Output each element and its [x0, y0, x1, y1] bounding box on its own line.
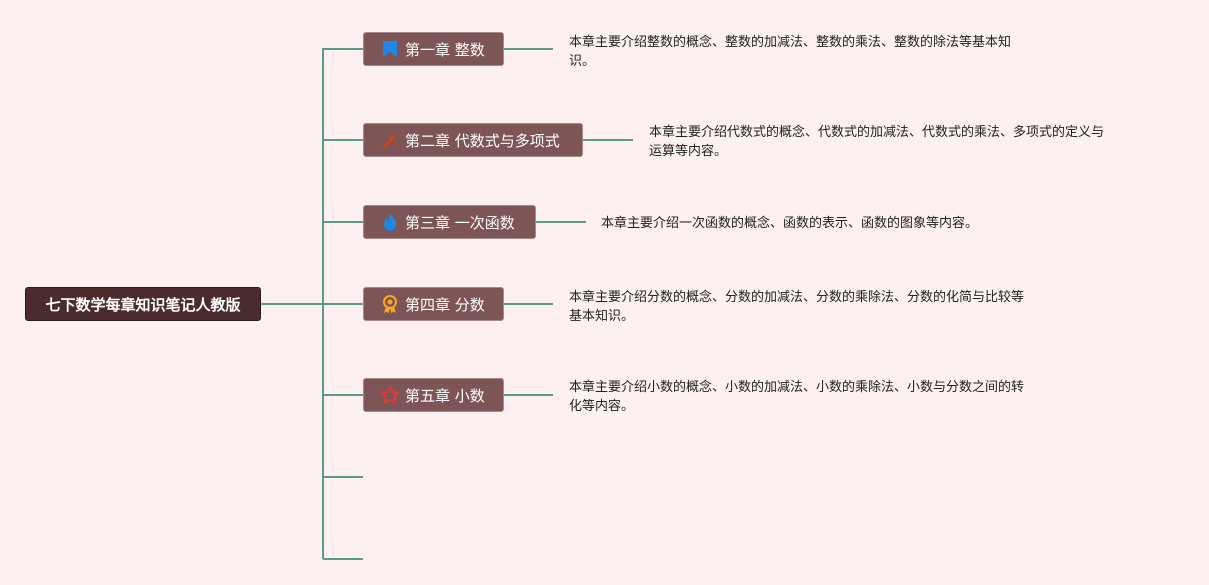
bookmark-flag-icon [380, 39, 400, 59]
chapter-node-3[interactable]: 第三章 一次函数 [363, 205, 536, 239]
chapter-node-2[interactable]: 第二章 代数式与多项式 [363, 123, 583, 157]
pencil-sparkle-icon [380, 130, 400, 150]
root-topic[interactable]: 七下数学每章知识笔记人教版 [25, 287, 261, 321]
star-outline-icon [380, 385, 400, 405]
chapter-2-label: 第二章 代数式与多项式 [405, 131, 560, 150]
medal-icon [380, 294, 400, 314]
chapter-4-label: 第四章 分数 [405, 295, 485, 314]
flame-icon [380, 212, 400, 232]
chapter-node-5[interactable]: 第五章 小数 [363, 378, 504, 412]
chapter-2-description: 本章主要介绍代数式的概念、代数式的加减法、代数式的乘法、多项式的定义与 运算等内… [649, 125, 1105, 159]
chapter-1-label: 第一章 整数 [405, 40, 485, 59]
chapter-5-description: 本章主要介绍小数的概念、小数的加减法、小数的乘除法、小数与分数之间的转 化等内容… [569, 380, 1025, 414]
chapter-node-1[interactable]: 第一章 整数 [363, 32, 504, 66]
chapter-5-label: 第五章 小数 [405, 386, 485, 405]
chapter-1-description: 本章主要介绍整数的概念、整数的加减法、整数的乘法、整数的除法等基本知 识。 [569, 35, 1012, 69]
chapter-4-description: 本章主要介绍分数的概念、分数的加减法、分数的乘除法、分数的化简与比较等 基本知识… [569, 290, 1025, 324]
chapter-3-label: 第三章 一次函数 [405, 213, 515, 232]
chapter-3-description: 本章主要介绍一次函数的概念、函数的表示、函数的图象等内容。 [601, 216, 979, 231]
root-topic-label: 七下数学每章知识笔记人教版 [45, 295, 241, 314]
chapter-node-4[interactable]: 第四章 分数 [363, 287, 504, 321]
